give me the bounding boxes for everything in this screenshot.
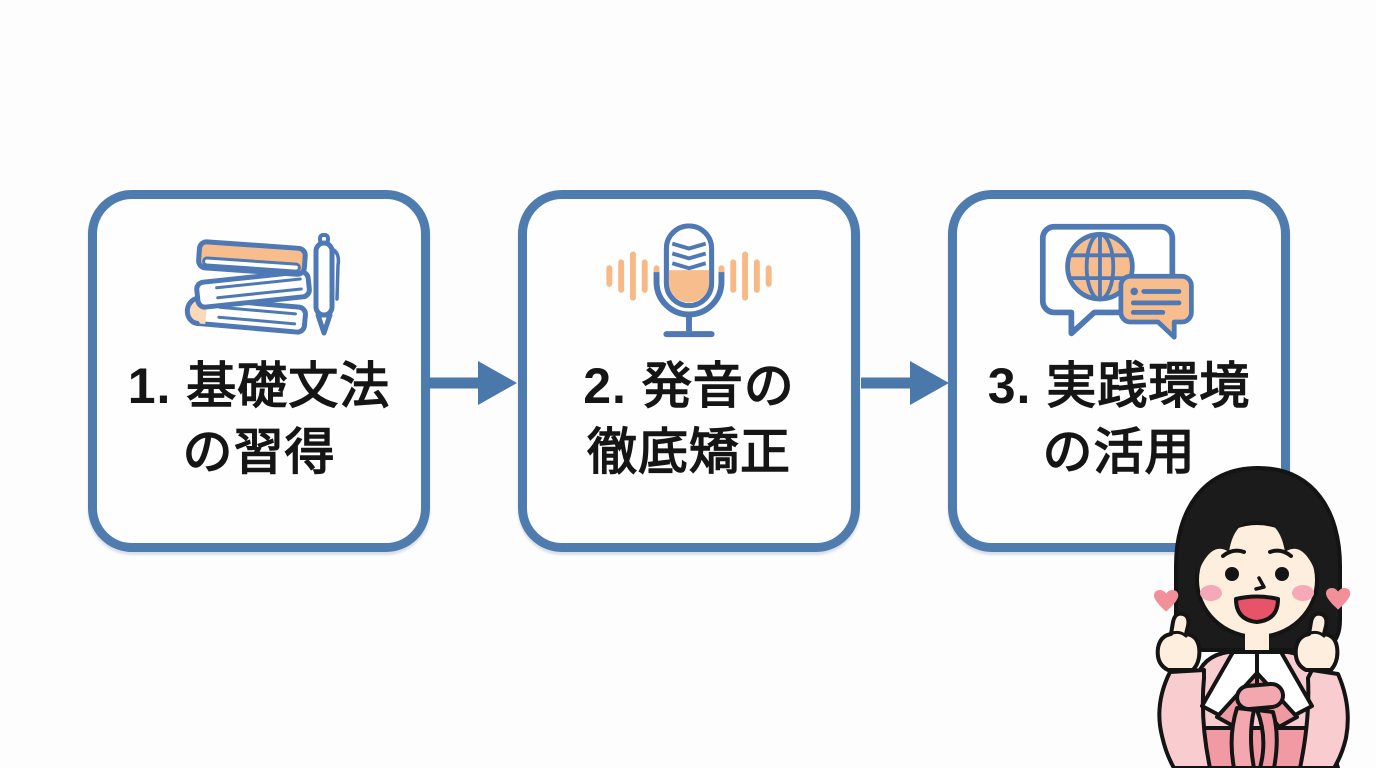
step-1-label: 1. 基礎文法 の習得 bbox=[128, 353, 391, 485]
step-3-label-line-1: 3. 実践環境 bbox=[987, 358, 1251, 414]
step-3-label: 3. 実践環境 の活用 bbox=[988, 353, 1251, 485]
step-2-label-line-2: 徹底矯正 bbox=[587, 424, 791, 480]
step-1-label-line-1: 1. 基礎文法 bbox=[127, 358, 391, 414]
microphone-sound-waves-icon bbox=[594, 221, 784, 341]
flow-arrow-2-icon bbox=[861, 361, 949, 405]
step-2-label-line-1: 2. 発音の bbox=[583, 358, 795, 414]
step-2-label: 2. 発音の 徹底矯正 bbox=[583, 353, 795, 485]
globe-chat-bubbles-icon bbox=[1027, 221, 1211, 341]
step-box-3: 3. 実践環境 の活用 bbox=[948, 190, 1290, 552]
heart-icon bbox=[1154, 588, 1351, 612]
step-box-2: 2. 発音の 徹底矯正 bbox=[518, 190, 860, 552]
books-and-pen-icon bbox=[173, 221, 345, 341]
step-3-label-line-2: の活用 bbox=[1042, 424, 1196, 480]
hanbok-girl-finger-hearts-illustration bbox=[1154, 466, 1351, 768]
flow-arrow-1-icon bbox=[429, 361, 517, 405]
step-1-label-line-2: の習得 bbox=[182, 424, 336, 480]
step-box-1: 1. 基礎文法 の習得 bbox=[88, 190, 430, 552]
